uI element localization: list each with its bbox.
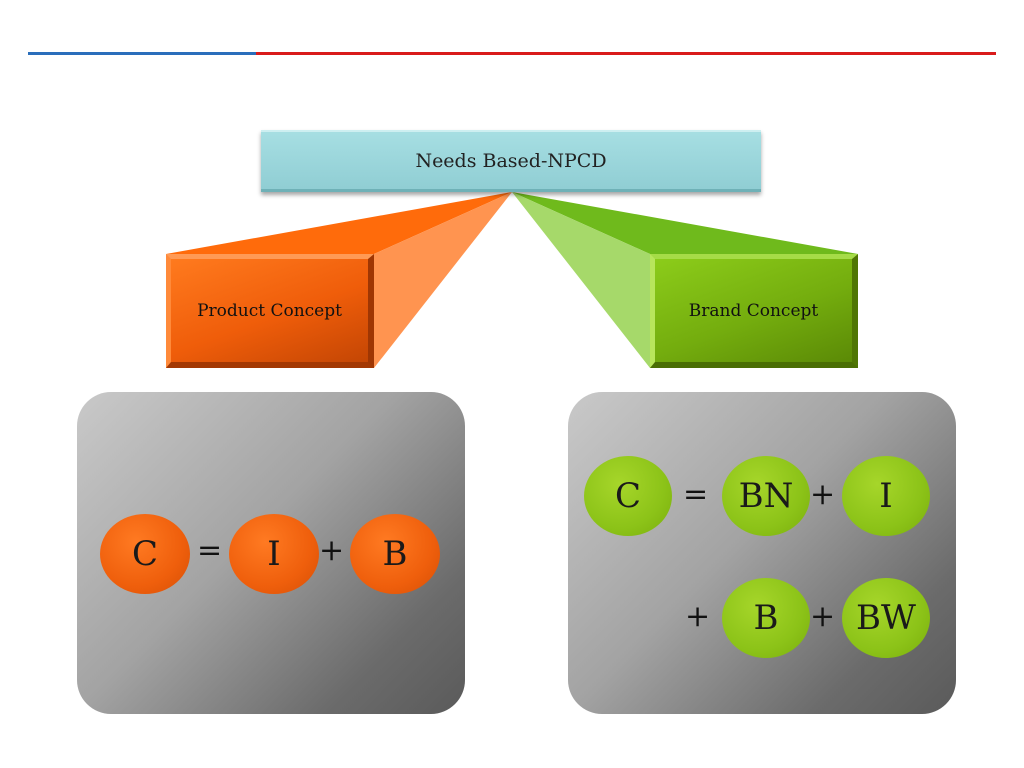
brand-connector-top	[512, 192, 858, 254]
equals-operator: =	[197, 533, 223, 568]
term-c: C	[100, 514, 190, 594]
equals-operator: =	[683, 477, 709, 512]
plus-operator: +	[685, 599, 711, 634]
header-rule-red	[256, 52, 996, 55]
brand-connector-side	[512, 192, 650, 368]
plus-operator: +	[810, 599, 836, 634]
product-connector-top	[166, 192, 512, 254]
header-rule-blue	[28, 52, 258, 55]
product-formula-panel: C = I + B	[77, 392, 465, 714]
brand-formula-panel: C = BN + I + B + BW	[568, 392, 956, 714]
root-node: Needs Based-NPCD	[261, 130, 761, 192]
product-concept-label: Product Concept	[197, 300, 342, 321]
term-i: I	[229, 514, 319, 594]
term-c: C	[584, 456, 672, 536]
term-i: I	[842, 456, 930, 536]
term-b: B	[350, 514, 440, 594]
root-node-label: Needs Based-NPCD	[415, 150, 607, 172]
brand-concept-label: Brand Concept	[688, 300, 819, 321]
term-b: B	[722, 578, 810, 658]
plus-operator: +	[319, 533, 345, 568]
term-bn: BN	[722, 456, 810, 536]
brand-concept-node: Brand Concept	[650, 254, 858, 368]
term-bw: BW	[842, 578, 930, 658]
product-connector-side	[374, 192, 512, 368]
product-concept-node: Product Concept	[166, 254, 374, 368]
plus-operator: +	[810, 477, 836, 512]
